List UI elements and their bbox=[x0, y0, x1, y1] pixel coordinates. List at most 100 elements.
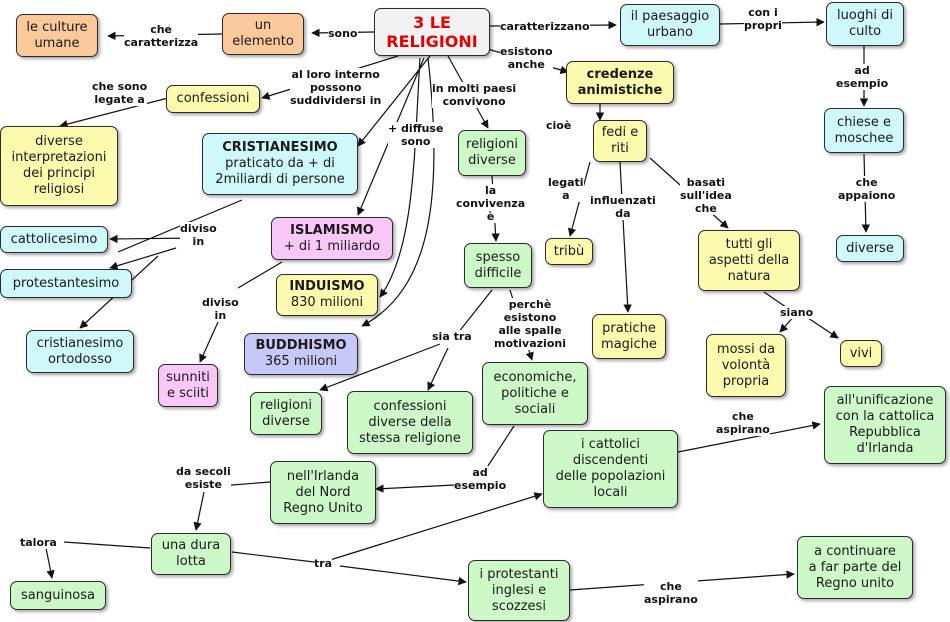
cristianesimo-subtitle: praticato da + di 2miliardi di persone bbox=[215, 156, 345, 187]
luoghi-di-culto-label: luoghi di culto bbox=[837, 8, 893, 39]
node-tribu[interactable]: tribù bbox=[545, 238, 593, 265]
link-label-basati-sull-idea: basati sull'idea che bbox=[680, 176, 732, 215]
link-label-esistono-anche: esistono anche bbox=[500, 45, 553, 71]
sanguinosa-label: sanguinosa bbox=[20, 587, 95, 603]
node-protestantesimo[interactable]: protestantesimo bbox=[0, 269, 132, 298]
cattolici-discendenti-label: i cattolici discendenti delle popolazion… bbox=[555, 437, 666, 500]
node-confessioni-diverse[interactable]: confessioni diverse della stessa religio… bbox=[347, 391, 473, 454]
link-label-siano: siano bbox=[780, 306, 814, 319]
chiese-e-moschee-label: chiese e moschee bbox=[834, 114, 894, 146]
cristianesimo-title: CRISTIANESIMO bbox=[222, 140, 338, 155]
node-confessioni[interactable]: confessioni bbox=[166, 85, 260, 113]
pratiche-magiche-label: pratiche magiche bbox=[601, 320, 657, 352]
confessioni-label: confessioni bbox=[176, 91, 250, 106]
node-luoghi-di-culto[interactable]: luoghi di culto bbox=[826, 2, 904, 46]
node-fedi-e-riti[interactable]: fedi e riti bbox=[593, 120, 647, 162]
link-label-la-convivenza: la convivenza è bbox=[456, 184, 526, 223]
node-chiese-e-moschee[interactable]: chiese e moschee bbox=[824, 108, 904, 153]
node-pratiche-magiche[interactable]: pratiche magiche bbox=[592, 314, 666, 359]
tutti-gli-aspetti-label: tutti gli aspetti della natura bbox=[708, 236, 790, 284]
node-unificazione[interactable]: all'unificazione con la cattolica Repubb… bbox=[824, 386, 946, 464]
link-label-perche-esistono: perchè esistono alle spalle motivazioni bbox=[494, 298, 566, 350]
node-protestanti-inglesi[interactable]: i protestanti inglesi e scozzesi bbox=[468, 560, 570, 621]
link-label-ad-esempio-bottom: ad esempio bbox=[454, 466, 507, 492]
cattolicesimo-label: cattolicesimo bbox=[10, 231, 98, 247]
node-continuare-regno-unito[interactable]: a continuare a far parte del Regno unito bbox=[797, 536, 913, 599]
link-label-diviso-in-islamismo: diviso in bbox=[202, 296, 239, 322]
irlanda-del-nord-label: nell'Irlanda del Nord Regno Unito bbox=[283, 468, 363, 516]
continuare-regno-unito-label: a continuare a far parte del Regno unito bbox=[808, 543, 902, 591]
link-label-che-appaiono: che appaiono bbox=[838, 176, 896, 202]
link-label-da-secoli-esiste: da secoli esiste bbox=[176, 465, 231, 491]
node-religioni-diverse-bottom[interactable]: religioni diverse bbox=[250, 392, 322, 435]
node-culture-umane[interactable]: le culture umane bbox=[16, 14, 98, 57]
node-buddhismo[interactable]: BUDDHISMO 365 milioni bbox=[244, 333, 358, 375]
paesaggio-urbano-label: il paesaggio urbano bbox=[630, 9, 710, 40]
link-label-diviso-in-cristianesimo: diviso in bbox=[180, 222, 217, 248]
node-un-elemento[interactable]: un elemento bbox=[222, 13, 304, 55]
induismo-subtitle: 830 milioni bbox=[290, 295, 364, 310]
link-label-ad-esempio-top: ad esempio bbox=[836, 64, 889, 90]
link-label-tra: tra bbox=[314, 557, 333, 570]
link-label-sia-tra: sia tra bbox=[432, 330, 472, 343]
node-spesso-difficile[interactable]: spesso difficile bbox=[464, 243, 532, 288]
link-label-legati-a: legati a bbox=[548, 176, 584, 202]
buddhismo-title: BUDDHISMO bbox=[255, 338, 347, 353]
induismo-title: INDUISMO bbox=[289, 279, 365, 294]
link-label-che-caratterizza: che caratterizza bbox=[124, 23, 199, 49]
religioni-diverse-top-label: religioni diverse bbox=[466, 137, 518, 168]
link-label-che-aspirano-top: che aspirano bbox=[716, 410, 770, 436]
link-label-caratterizzano: caratterizzano bbox=[500, 20, 590, 33]
spesso-difficile-label: spesso difficile bbox=[474, 249, 522, 281]
link-label-che-aspirano-bottom: che aspirano bbox=[644, 580, 698, 606]
unificazione-label: all'unificazione con la cattolica Repubb… bbox=[835, 393, 935, 456]
node-religioni-diverse-top[interactable]: religioni diverse bbox=[458, 130, 526, 176]
link-label-in-molti-paesi: in molti paesi convivono bbox=[432, 82, 517, 108]
un-elemento-label: un elemento bbox=[232, 18, 294, 49]
link-label-con-i-propri: con i propri bbox=[744, 6, 782, 32]
vivi-label: vivi bbox=[849, 345, 873, 361]
node-tutti-gli-aspetti[interactable]: tutti gli aspetti della natura bbox=[698, 230, 800, 291]
node-sanguinosa[interactable]: sanguinosa bbox=[10, 581, 106, 610]
node-cattolicesimo[interactable]: cattolicesimo bbox=[0, 226, 108, 253]
diverse-label: diverse bbox=[846, 240, 894, 256]
node-islamismo[interactable]: ISLAMISMO + di 1 miliardo bbox=[271, 217, 393, 260]
religioni-diverse-bottom-label: religioni diverse bbox=[260, 397, 312, 429]
node-mossi-da-volonta[interactable]: mossi da volontà propria bbox=[706, 334, 786, 397]
link-label-influenzati-da: influenzati da bbox=[590, 194, 656, 220]
credenze-animistiche-label: credenze animistiche bbox=[577, 66, 663, 98]
tribu-label: tribù bbox=[553, 243, 585, 259]
node-irlanda-del-nord[interactable]: nell'Irlanda del Nord Regno Unito bbox=[270, 461, 376, 524]
buddhismo-subtitle: 365 milioni bbox=[264, 354, 338, 369]
node-induismo[interactable]: INDUISMO 830 milioni bbox=[276, 274, 378, 316]
islamismo-title: ISLAMISMO bbox=[290, 222, 374, 238]
node-paesaggio-urbano[interactable]: il paesaggio urbano bbox=[620, 4, 720, 46]
link-label-al-loro-interno: al loro interno possono suddividersi in bbox=[290, 68, 382, 107]
protestantesimo-label: protestantesimo bbox=[12, 275, 120, 291]
link-label-sono: sono bbox=[328, 27, 358, 40]
node-credenze-animistiche[interactable]: credenze animistiche bbox=[566, 61, 674, 104]
node-sunniti-e-sciiti[interactable]: sunniti e sciiti bbox=[158, 364, 218, 407]
node-vivi[interactable]: vivi bbox=[840, 340, 882, 367]
link-label-diffuse-sono: + diffuse sono bbox=[388, 122, 444, 148]
dura-lotta-label: una dura lotta bbox=[161, 538, 221, 569]
node-main-topic[interactable]: 3 LE RELIGIONI bbox=[374, 8, 490, 56]
node-diverse-interpretazioni[interactable]: diverse interpretazioni dei principi rel… bbox=[0, 126, 118, 206]
node-dura-lotta[interactable]: una dura lotta bbox=[151, 533, 231, 575]
node-diverse[interactable]: diverse bbox=[836, 235, 904, 262]
culture-umane-label: le culture umane bbox=[26, 19, 88, 51]
economiche-politiche-label: economiche, politiche e sociali bbox=[493, 369, 577, 417]
sunniti-e-sciiti-label: sunniti e sciiti bbox=[166, 369, 210, 401]
main-topic-label: 3 LE RELIGIONI bbox=[386, 13, 478, 51]
diverse-interpretazioni-label: diverse interpretazioni dei principi rel… bbox=[11, 134, 107, 197]
link-label-talora: talora bbox=[20, 536, 57, 549]
protestanti-inglesi-label: i protestanti inglesi e scozzesi bbox=[479, 566, 559, 614]
cristianesimo-ortodosso-label: cristianesimo ortodosso bbox=[36, 335, 124, 367]
link-label-cioe: cioè bbox=[546, 119, 572, 132]
link-label-che-sono-legate: che sono legate a bbox=[92, 80, 148, 106]
node-cristianesimo[interactable]: CRISTIANESIMO praticato da + di 2miliard… bbox=[202, 133, 358, 195]
node-cattolici-discendenti[interactable]: i cattolici discendenti delle popolazion… bbox=[543, 430, 678, 508]
confessioni-diverse-label: confessioni diverse della stessa religio… bbox=[359, 398, 461, 446]
node-economiche-politiche[interactable]: economiche, politiche e sociali bbox=[482, 362, 588, 425]
node-cristianesimo-ortodosso[interactable]: cristianesimo ortodosso bbox=[26, 330, 134, 373]
